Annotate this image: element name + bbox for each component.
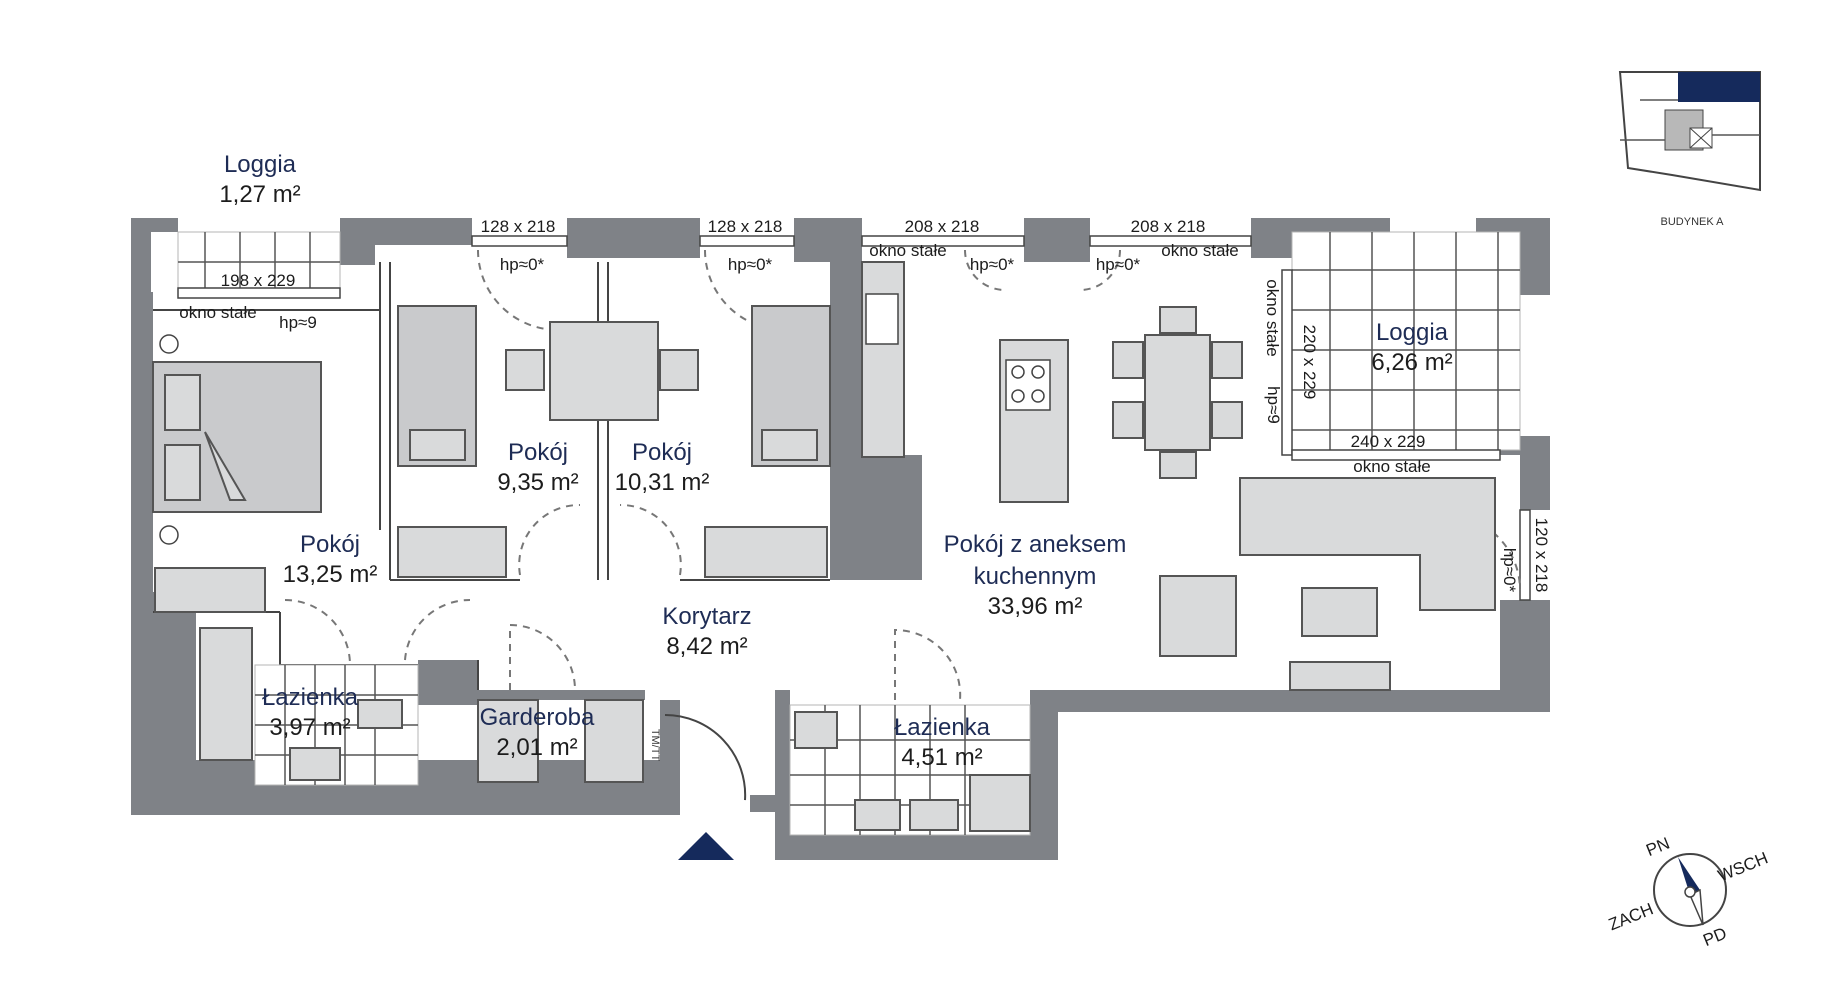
note-okno-stale-4: okno stałe (1353, 457, 1431, 476)
pokoj-3-name: Pokój (632, 439, 692, 466)
compass-needle-icon (1678, 857, 1700, 895)
note-tm-tt: TM/TT (649, 729, 661, 762)
lazienka-1-name: Łazienka (262, 684, 359, 711)
loggia-small-area: 1,27 m² (219, 181, 300, 208)
window-dim-3: 208 x 218 (905, 217, 980, 236)
note-hp0-4: hp≈0* (1096, 255, 1141, 274)
note-okno-stale-3: okno stałe (1161, 241, 1239, 260)
note-hp0-1: hp≈0* (500, 255, 545, 274)
window-dim-4: 208 x 218 (1131, 217, 1206, 236)
pokoj-2-area: 9,35 m² (497, 469, 578, 496)
compass-rose: PN WSCH PD ZACH (1606, 834, 1771, 950)
entrance-arrow-icon (678, 832, 734, 860)
building-label: BUDYNEK A (1661, 216, 1725, 228)
window-dim-1: 128 x 218 (481, 217, 556, 236)
note-hp0-2: hp≈0* (728, 255, 773, 274)
note-hp0-3: hp≈0* (970, 255, 1015, 274)
compass-n: PN (1643, 834, 1672, 860)
loggia-large-name: Loggia (1376, 319, 1449, 346)
window-dim-7: 240 x 229 (1351, 432, 1426, 451)
window-dim-6: 220 x 229 (1300, 325, 1319, 400)
korytarz-name: Korytarz (662, 603, 751, 630)
compass-e: WSCH (1715, 848, 1770, 885)
note-hp0-5: hp≈0* (1500, 548, 1519, 593)
window-dim-2: 128 x 218 (708, 217, 783, 236)
pokoj-1-name: Pokój (300, 531, 360, 558)
loggia-small-tiles (177, 231, 341, 291)
loggia-small-name: Loggia (224, 151, 297, 178)
pokoj-aneks-area: 33,96 m² (988, 593, 1083, 620)
note-okno-stale-1: okno stałe (179, 303, 257, 322)
furniture (152, 261, 1496, 832)
pokoj-2-name: Pokój (508, 439, 568, 466)
note-hp9-2: hp≈9 (1264, 386, 1283, 424)
garderoba-name: Garderoba (480, 704, 595, 731)
note-hp9-1: hp≈9 (279, 313, 317, 332)
garderoba-area: 2,01 m² (496, 734, 577, 761)
loggia-large-tiles (1291, 231, 1521, 451)
window-dim-8: 120 x 218 (1532, 518, 1551, 593)
pokoj-1-area: 13,25 m² (283, 561, 378, 588)
pokoj-3-area: 10,31 m² (615, 469, 710, 496)
loggia-large-area: 6,26 m² (1371, 349, 1452, 376)
note-okno-stale-2: okno stałe (869, 241, 947, 260)
room-labels: Loggia 1,27 m² Loggia 6,26 m² Pokój 13,2… (219, 151, 1452, 771)
compass-s: PD (1700, 924, 1729, 950)
korytarz-area: 8,42 m² (666, 633, 747, 660)
note-okno-stale-5: okno stałe (1263, 279, 1282, 357)
window-dimensions: 128 x 218 128 x 218 208 x 218 208 x 218 … (179, 217, 1551, 761)
windows (177, 235, 1531, 601)
lazienka-2-area: 4,51 m² (901, 744, 982, 771)
lazienka-1-area: 3,97 m² (269, 714, 350, 741)
pokoj-aneks-name-1: Pokój z aneksem (944, 531, 1127, 558)
pokoj-aneks-name-2: kuchennym (974, 563, 1097, 590)
compass-w: ZACH (1606, 899, 1656, 934)
lazienka-2-name: Łazienka (894, 714, 991, 741)
window-dim-5: 198 x 229 (221, 271, 296, 290)
key-plan: BUDYNEK A (1618, 71, 1761, 228)
